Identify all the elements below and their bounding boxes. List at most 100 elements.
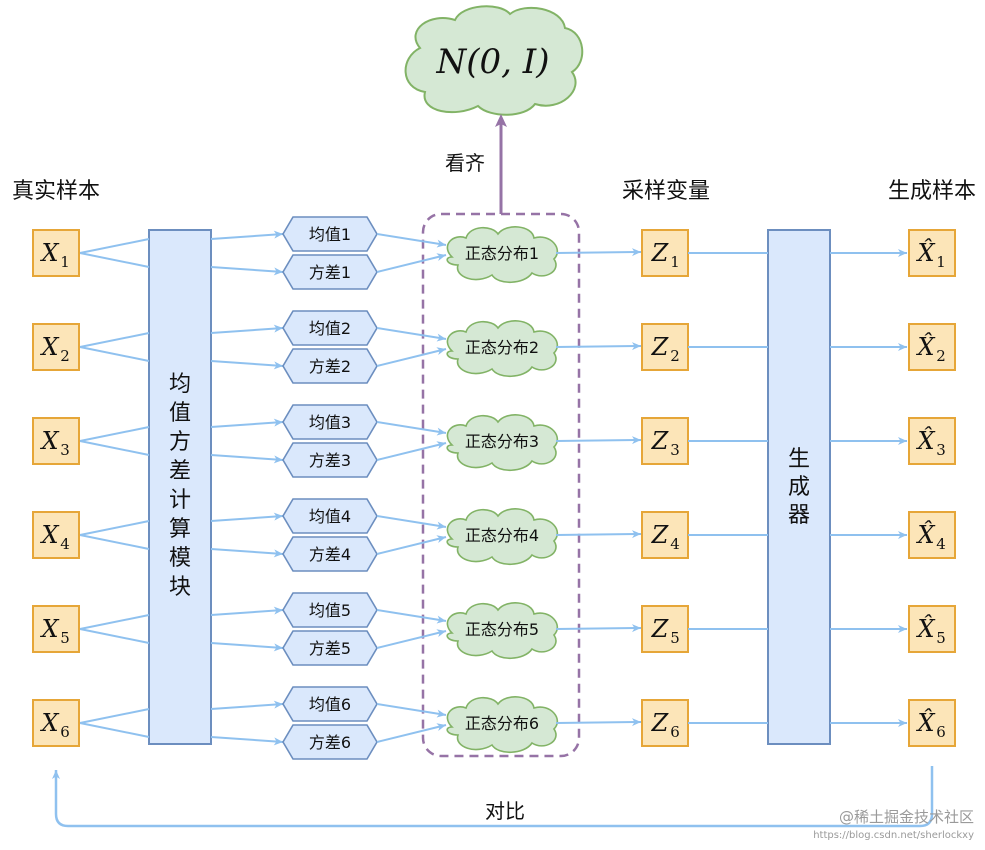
- edge-x-module: [79, 346, 150, 362]
- latent-subscript: 3: [670, 441, 680, 459]
- variance-node: [282, 442, 378, 478]
- edge-var-normal: [376, 253, 447, 273]
- generated-sample-subscript: 4: [936, 535, 946, 553]
- real-sample-box: [32, 605, 80, 653]
- generated-sample-box: [908, 323, 956, 371]
- real-sample-subscript: 4: [60, 535, 70, 553]
- mean-label: 均值3: [309, 413, 351, 432]
- moduleText-char: 块: [169, 575, 191, 600]
- real-sample-box: [32, 511, 80, 559]
- edge-module-var: [210, 360, 284, 370]
- generated-sample-subscript: 3: [936, 441, 946, 459]
- edge-module-mean: [210, 418, 284, 428]
- generated-sample-box: [908, 417, 956, 465]
- edge-module-mean: [210, 324, 284, 334]
- real-sample-label: X: [39, 427, 59, 455]
- normal-dist-label: 正态分布6: [465, 714, 539, 733]
- edge-x-module: [79, 628, 150, 644]
- edge-normal-z: [555, 248, 642, 257]
- moduleText-char: 模: [169, 546, 191, 571]
- variance-label: 方差5: [309, 639, 351, 658]
- generated-sample-label: X̂: [915, 615, 935, 643]
- variance-label: 方差6: [309, 733, 351, 752]
- mean-label: 均值5: [309, 601, 351, 620]
- normal-dist-cloud: [446, 414, 559, 472]
- real-sample-box: [32, 229, 80, 277]
- generated-sample-label: X̂: [915, 709, 935, 737]
- generated-sample-subscript: 1: [936, 253, 946, 271]
- generated-sample-label: X̂: [915, 521, 935, 549]
- moduleText-char: 值: [169, 401, 191, 426]
- real-sample-label: X: [39, 521, 59, 549]
- edge-x-module: [79, 252, 150, 268]
- mean-node: [282, 216, 378, 252]
- latent-box: [641, 229, 689, 277]
- real-sample-subscript: 3: [60, 441, 70, 459]
- edge-var-normal: [376, 347, 447, 367]
- variance-label: 方差4: [309, 545, 351, 564]
- edge-module-mean: [210, 606, 284, 616]
- variance-label: 方差2: [309, 357, 351, 376]
- mean-node: [282, 686, 378, 722]
- latent-subscript: 1: [670, 253, 680, 271]
- edge-normal-z: [555, 530, 642, 539]
- variance-label: 方差3: [309, 451, 351, 470]
- edge-x-module: [79, 708, 150, 724]
- sample-vars-header: 采样变量: [622, 179, 710, 204]
- mean-node: [282, 310, 378, 346]
- moduleText-char: 方: [169, 430, 191, 455]
- edge-x-module: [79, 534, 150, 550]
- normal-dist-label: 正态分布3: [465, 432, 539, 451]
- edge-normal-z: [555, 624, 642, 633]
- edge-var-normal: [376, 535, 447, 555]
- normal-dist-cloud: [446, 320, 559, 378]
- edge-normal-z: [555, 718, 642, 727]
- mean-node: [282, 592, 378, 628]
- generated-sample-label: X̂: [915, 333, 935, 361]
- edge-var-normal: [376, 723, 447, 743]
- edge-x-module: [79, 238, 150, 254]
- latent-label: Z: [651, 521, 670, 549]
- genText-char: 器: [788, 503, 810, 528]
- mean-label: 均值6: [309, 695, 351, 714]
- normal-group-box: [421, 212, 581, 758]
- variance-node: [282, 348, 378, 384]
- mean-node: [282, 404, 378, 440]
- generated-sample-box: [908, 699, 956, 747]
- normal-dist-label: 正态分布2: [465, 338, 539, 357]
- generated-sample-box: [908, 511, 956, 559]
- variance-node: [282, 536, 378, 572]
- generated-sample-subscript: 5: [936, 629, 946, 647]
- normal-dist-cloud: [446, 696, 559, 754]
- edge-module-var: [210, 642, 284, 652]
- look-at-label: 看齐: [445, 151, 485, 175]
- generated-sample-box: [908, 605, 956, 653]
- compare-label: 对比: [485, 799, 525, 823]
- edge-module-var: [210, 266, 284, 276]
- edge-mean-normal: [376, 233, 447, 248]
- prior-label: N(0, I): [436, 42, 550, 82]
- edge-x-module: [79, 614, 150, 630]
- genText-char: 成: [788, 475, 810, 500]
- edge-module-var: [210, 454, 284, 464]
- edge-mean-normal: [376, 703, 447, 718]
- edge-mean-normal: [376, 421, 447, 436]
- variance-node: [282, 254, 378, 290]
- latent-label: Z: [651, 333, 670, 361]
- real-sample-label: X: [39, 239, 59, 267]
- latent-label: Z: [651, 615, 670, 643]
- edge-mean-normal: [376, 609, 447, 624]
- latent-label: Z: [651, 427, 670, 455]
- real-sample-label: X: [39, 615, 59, 643]
- generated-samples-header: 生成样本: [888, 179, 976, 204]
- mean-label: 均值4: [309, 507, 351, 526]
- prior-cloud: N(0, I): [404, 5, 584, 116]
- normal-dist-label: 正态分布1: [465, 244, 539, 263]
- latent-box: [641, 323, 689, 371]
- normal-dist-cloud: [446, 602, 559, 660]
- edge-mean-normal: [376, 515, 447, 530]
- watermark: @稀土掘金技术社区: [839, 808, 974, 826]
- mean-var-module: [148, 229, 212, 745]
